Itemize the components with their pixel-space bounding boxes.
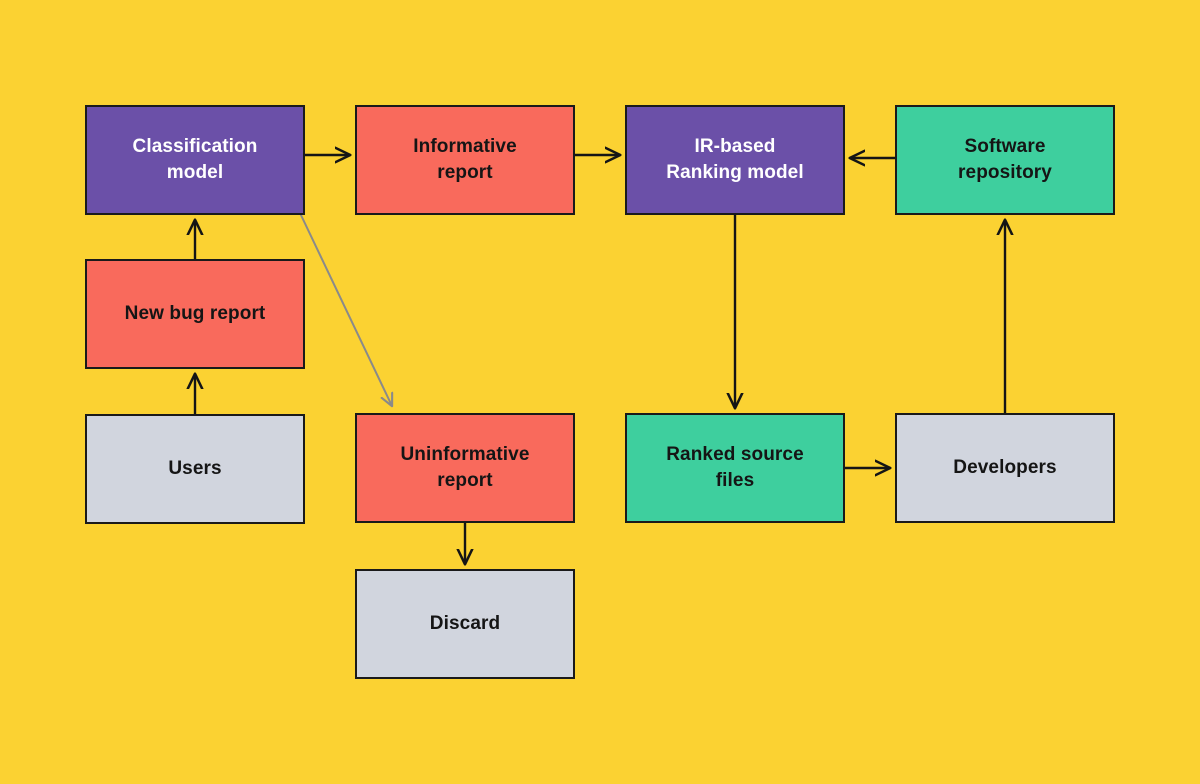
node-label: IR-based Ranking model (666, 136, 804, 183)
node-label: Users (168, 458, 222, 480)
node-label: Classification model (132, 136, 258, 183)
node-label: Discard (429, 613, 501, 635)
node-new-bug-report[interactable]: New bug report (85, 259, 305, 369)
node-ir-based-ranking-model[interactable]: IR-based Ranking model (625, 105, 845, 215)
node-label: Software repository (958, 136, 1052, 183)
node-uninformative-report[interactable]: Uninformative report (355, 413, 575, 523)
node-informative-report[interactable]: Informative report (355, 105, 575, 215)
node-developers[interactable]: Developers (895, 413, 1115, 523)
node-label: Developers (953, 457, 1057, 479)
node-ranked-source-files[interactable]: Ranked source files (625, 413, 845, 523)
node-label: New bug report (124, 303, 266, 325)
node-software-repository[interactable]: Software repository (895, 105, 1115, 215)
edge-classification-model-to-uninformative-report (299, 212, 392, 406)
node-label: Uninformative report (400, 444, 530, 491)
node-label: Ranked source files (666, 444, 804, 491)
node-users[interactable]: Users (85, 414, 305, 524)
node-label: Informative report (413, 136, 517, 183)
node-discard[interactable]: Discard (355, 569, 575, 679)
node-classification-model[interactable]: Classification model (85, 105, 305, 215)
